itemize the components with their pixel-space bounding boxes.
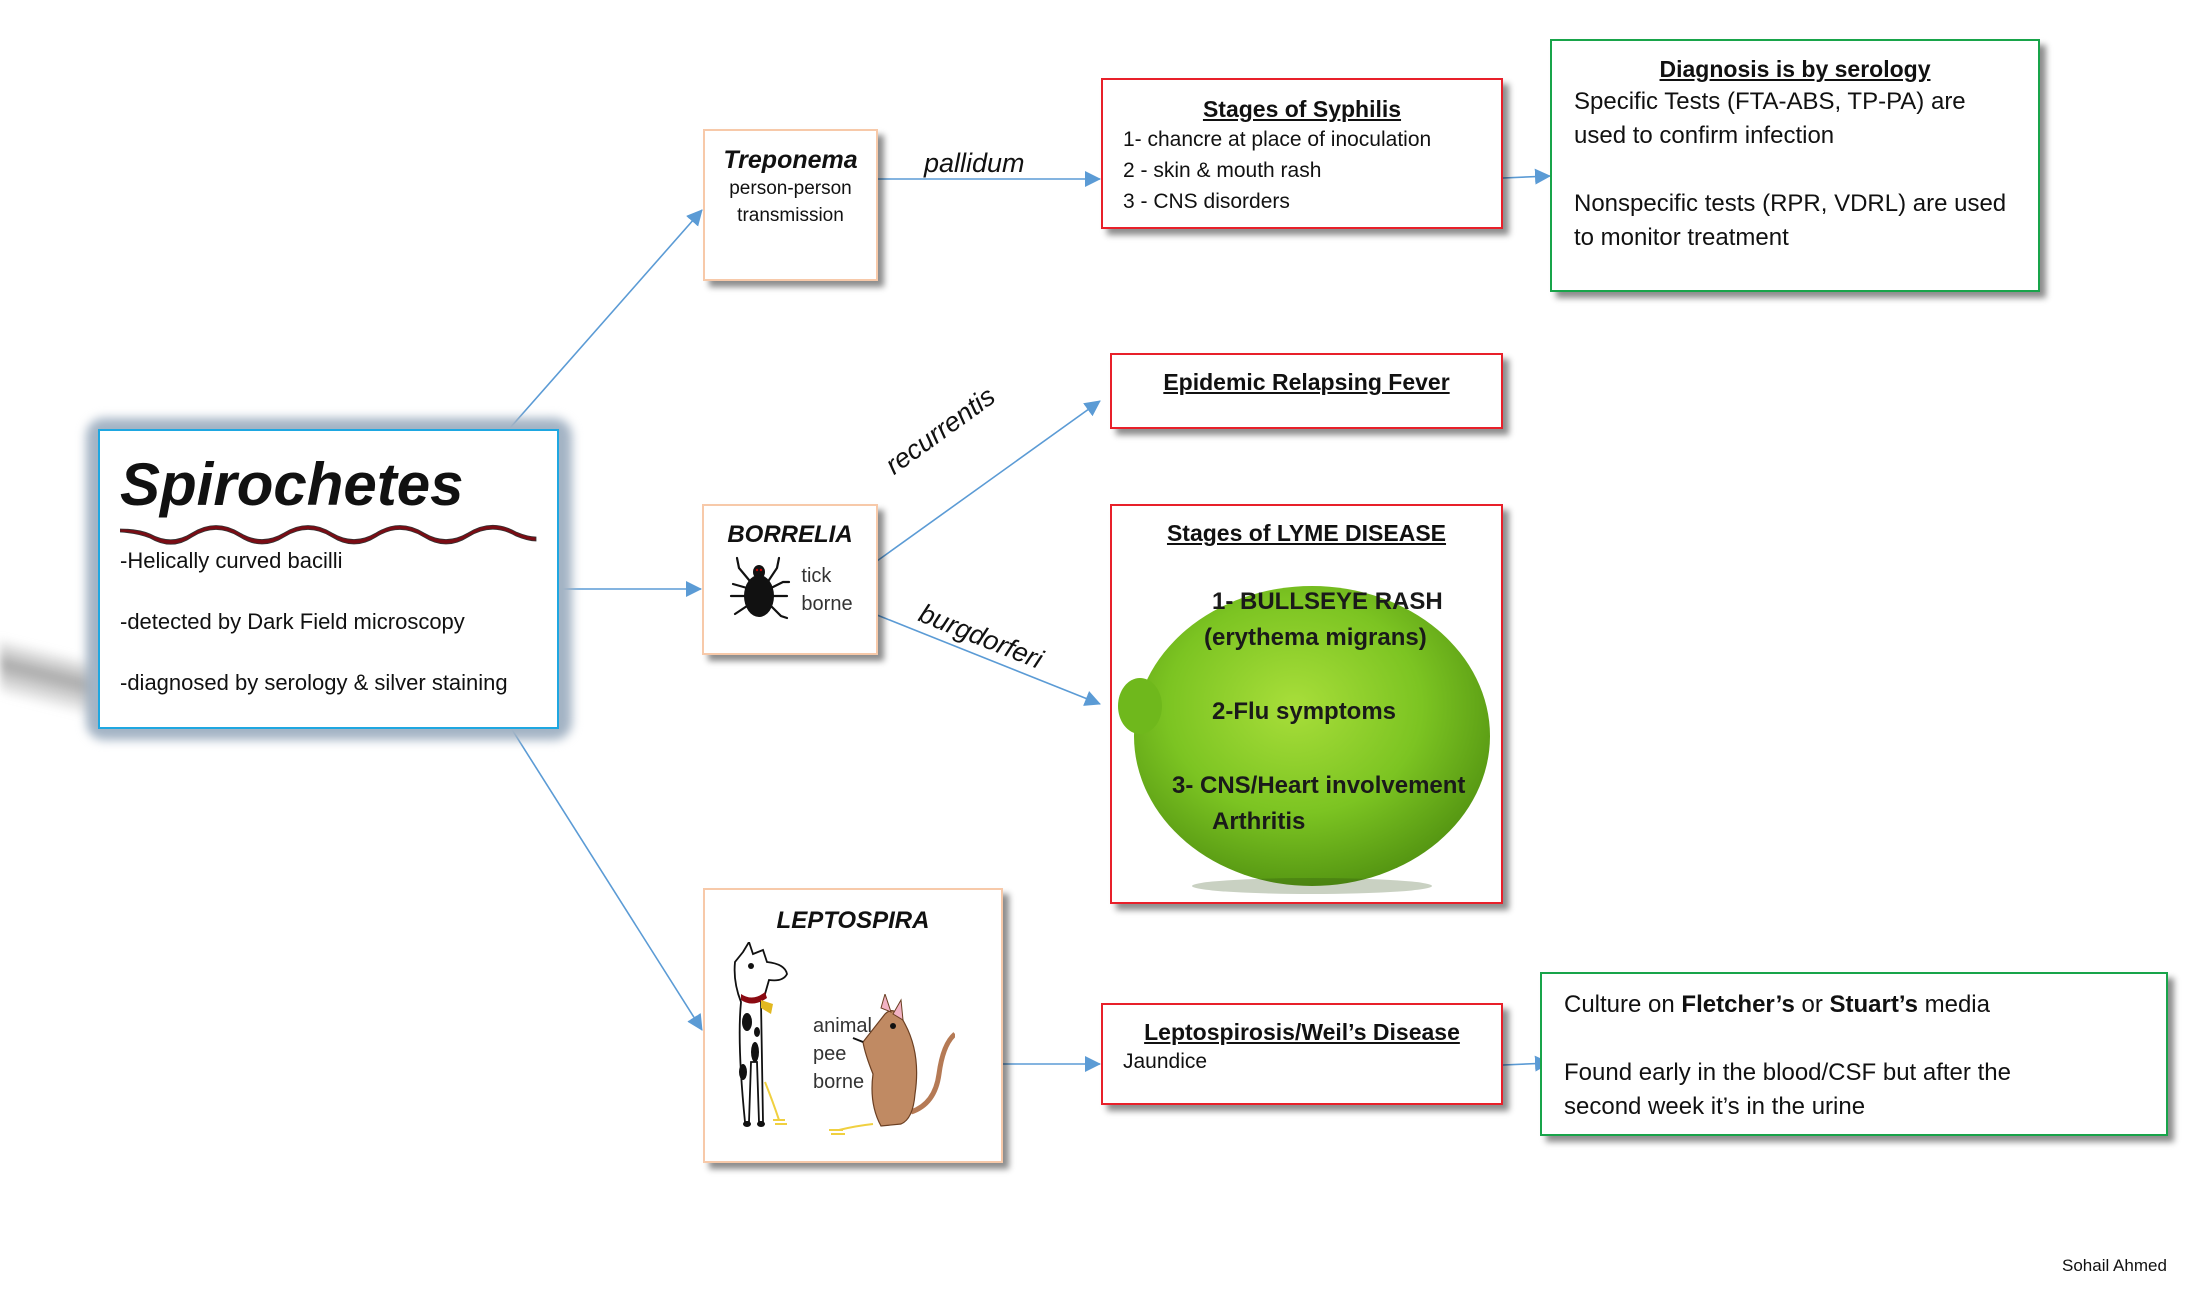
lepto-diagnosis-box: Culture on Fletcher’s or Stuart’s media … — [1540, 972, 2168, 1136]
syphilis-box: Stages of Syphilis 1- chancre at place o… — [1101, 78, 1503, 229]
rat-icon — [829, 994, 955, 1135]
lime-image — [1118, 586, 1490, 894]
leptospirosis-symptom: Jaundice — [1123, 1050, 1208, 1073]
fact-helical: -Helically curved bacilli — [120, 548, 343, 573]
treponema-transmission-1: person-person — [729, 178, 852, 199]
arrow-spirochetes-to-treponema — [509, 209, 703, 429]
stuarts-media: Stuart’s — [1829, 991, 1918, 1018]
arrow-borrelia-to-lyme — [876, 614, 1101, 706]
borrelia-box: BORRELIA tick borne — [702, 504, 878, 655]
borrelia-vector-2: borne — [801, 593, 853, 615]
leptospira-genus: LEPTOSPIRA — [776, 907, 930, 934]
spiral-bacterium-icon — [120, 524, 537, 545]
syphilis-title: Stages of Syphilis — [1202, 96, 1402, 122]
culture-suffix: media — [1917, 991, 1990, 1018]
lyme-stage-3: 3- CNS/Heart involvement — [1172, 772, 1466, 799]
finding-text: Found early in the blood/CSF but after t… — [1564, 1059, 2011, 1120]
relapsing-fever-box: Epidemic Relapsing Fever — [1110, 353, 1503, 429]
leptospirosis-box: Leptospirosis/Weil’s Disease Jaundice — [1101, 1003, 1503, 1105]
leptospira-vector-1: animal — [813, 1015, 872, 1037]
relapsing-fever-title: Epidemic Relapsing Fever — [1163, 369, 1450, 395]
nonspecific-tests-text: Nonspecific tests (RPR, VDRL) are used t… — [1574, 190, 2007, 251]
arrow-spirochetes-to-leptospira — [510, 727, 703, 1031]
label-pallidum: pallidum — [924, 148, 1025, 178]
specific-tests-text: Specific Tests (FTA-ABS, TP-PA) are used… — [1574, 88, 1966, 149]
arrow-syphilis-to-diagnosis — [1502, 168, 1551, 185]
author-credit: Sohail Ahmed — [2062, 1256, 2167, 1275]
spirochetes-box: Spirochetes -Helically curved bacilli -d… — [98, 429, 559, 729]
culture-text: Culture on Fletcher’s or Stuart’s media — [1564, 988, 2144, 1022]
fletchers-media: Fletcher’s — [1681, 991, 1795, 1018]
treponema-transmission-2: transmission — [737, 205, 844, 226]
leptospirosis-title: Leptospirosis/Weil’s Disease — [1144, 1019, 1460, 1045]
borrelia-vector-1: tick — [801, 565, 832, 587]
syphilis-diagnosis-title: Diagnosis is by serology — [1659, 56, 1931, 82]
leptospira-vector-2: pee — [813, 1043, 847, 1065]
lyme-stage-3-detail: Arthritis — [1212, 808, 1306, 835]
leptospira-box: LEPTOSPIRA animal pee borne — [703, 888, 1003, 1163]
syphilis-stage-2: 2 - skin & mouth rash — [1123, 159, 1322, 182]
culture-prefix: Culture on — [1564, 991, 1682, 1018]
lyme-stage-2: 2-Flu symptoms — [1212, 698, 1397, 725]
fact-dark-field: -detected by Dark Field microscopy — [120, 609, 465, 634]
lyme-stage-1: 1- BULLSEYE RASH — [1212, 588, 1443, 615]
treponema-box: Treponema person-person transmission — [703, 129, 878, 281]
tick-icon — [730, 556, 791, 620]
spirochetes-title: Spirochetes — [120, 451, 464, 518]
arrow-borrelia-to-relapsing-fever — [876, 400, 1101, 562]
treponema-genus: Treponema — [723, 146, 858, 174]
syphilis-stage-1: 1- chancre at place of inoculation — [1123, 128, 1432, 151]
syphilis-stage-3: 3 - CNS disorders — [1123, 190, 1290, 213]
cow-icon — [733, 942, 788, 1127]
leptospira-vector-3: borne — [813, 1071, 865, 1093]
culture-or: or — [1794, 991, 1830, 1018]
syphilis-diagnosis-box: Diagnosis is by serology Specific Tests … — [1550, 39, 2040, 292]
lyme-disease-box: Stages of LYME DISEASE 1- BULLSEYE RASH … — [1110, 504, 1503, 904]
borrelia-genus: BORRELIA — [727, 521, 853, 548]
lyme-title: Stages of LYME DISEASE — [1166, 520, 1447, 546]
lyme-stage-1-detail: (erythema migrans) — [1204, 624, 1427, 651]
fact-serology: -diagnosed by serology & silver staining — [120, 670, 508, 695]
